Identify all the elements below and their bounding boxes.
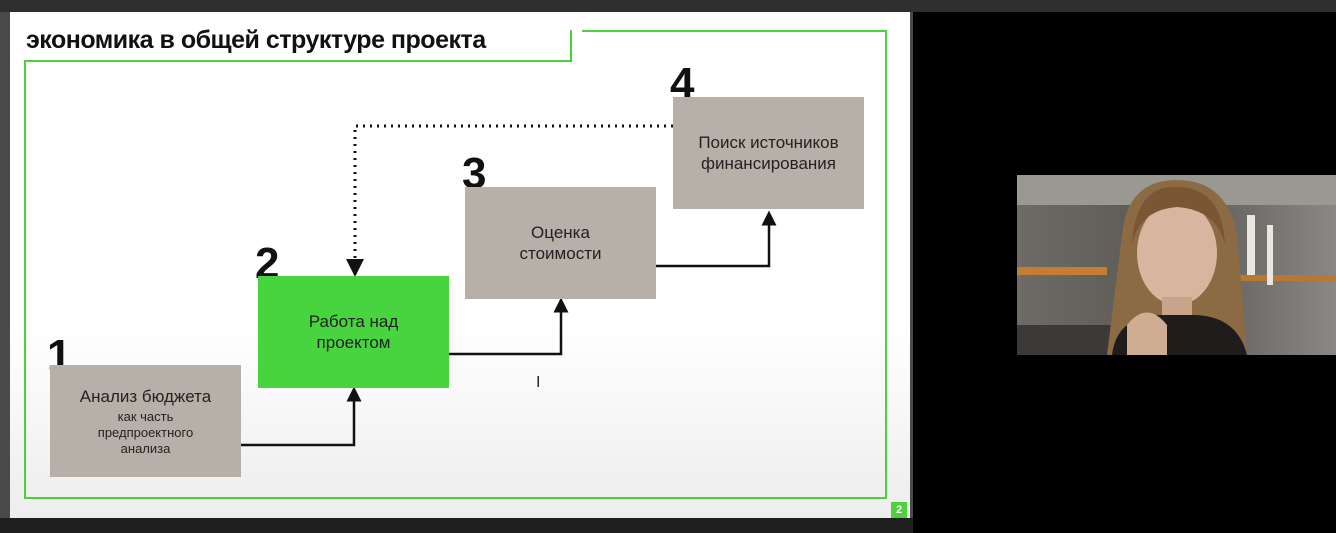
window-bottom-bar — [0, 518, 913, 533]
title-divider-horizontal — [24, 60, 572, 62]
step-1-label: Анализ бюджета — [79, 386, 212, 406]
participant-video[interactable] — [1017, 175, 1336, 355]
step-1-sublabel: как часть предпроектного анализа — [97, 408, 194, 456]
window-top-bar — [0, 0, 1336, 12]
flow-arrows — [241, 124, 777, 447]
step-3-label: Оценка стоимости — [519, 223, 602, 263]
arrow-4-to-2-dotted — [346, 124, 673, 277]
presentation-slide: экономика в общей структуре проекта 1 Ан… — [10, 12, 910, 518]
slide-page-number: 2 — [891, 502, 907, 518]
text-cursor-icon: I — [536, 374, 541, 391]
step-4-label: Поиск источников финансирования — [698, 133, 839, 173]
arrow-3-to-4 — [656, 210, 777, 268]
shared-screen-area: экономика в общей структуре проекта 1 Ан… — [0, 12, 913, 518]
step-3-box: Оценка стоимости — [465, 187, 656, 299]
slide-title: экономика в общей структуре проекта — [26, 26, 486, 54]
title-box: экономика в общей структуре проекта — [10, 12, 582, 62]
step-1-box: Анализ бюджета как часть предпроектного … — [50, 365, 241, 477]
participant-video-image — [1017, 175, 1336, 355]
title-divider-vertical — [570, 30, 572, 62]
arrow-1-to-2 — [241, 386, 362, 447]
step-2-label: Работа над проектом — [308, 312, 399, 352]
step-4-box: Поиск источников финансирования — [673, 97, 864, 209]
step-2-box: Работа над проектом — [258, 276, 449, 388]
arrow-2-to-3 — [449, 297, 569, 356]
